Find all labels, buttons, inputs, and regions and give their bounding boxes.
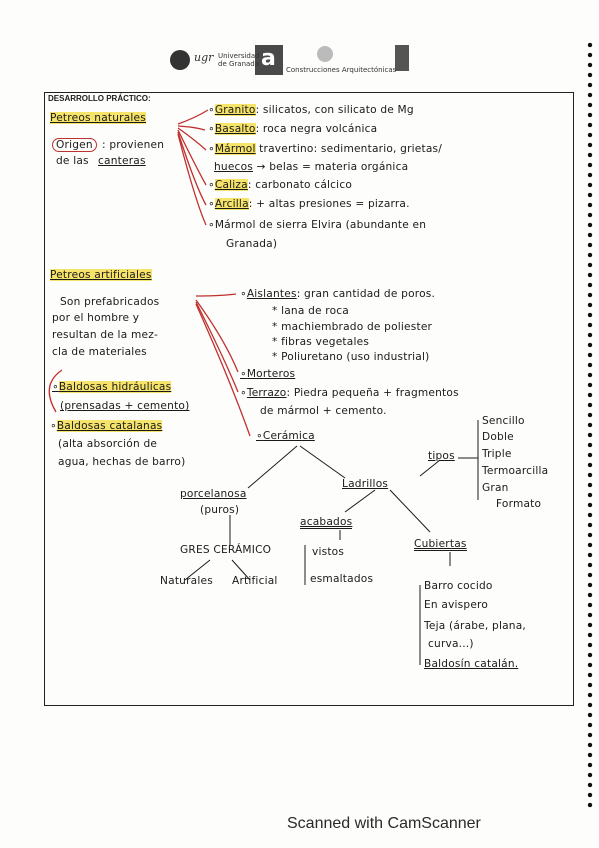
tipos-gran: Gran (482, 482, 509, 494)
cubiertas: Cubiertas (414, 538, 467, 551)
tipos-sencillo: Sencillo (482, 415, 525, 427)
aislantes-item-3: * fibras vegetales (272, 336, 370, 348)
gres-ceramico: GRES CERÁMICO (180, 544, 272, 556)
university-line2: de Granada (218, 60, 260, 68)
acabados-vistos: vistos (312, 546, 345, 558)
morteros: ∘Morteros (240, 368, 296, 380)
university-line1: Universidad (218, 52, 260, 60)
acabados: acabados (300, 516, 353, 529)
cubiertas-baldosin: Baldosín catalán. (424, 658, 519, 670)
gres-artificial: Artificial (232, 575, 278, 587)
catalanas-desc-1: (alta absorción de (58, 438, 158, 450)
aislantes-item-2: * machiembrado de poliester (272, 321, 433, 333)
round-logo-icon (317, 46, 333, 62)
spiral-binding (587, 40, 593, 810)
lab-logo-icon (395, 45, 409, 71)
cubiertas-curva: curva...) (428, 638, 474, 650)
ugr-logo-text: ugr (194, 51, 214, 64)
tipos-termoarcilla: Termoarcilla (482, 465, 549, 477)
aislantes-item-1: * lana de roca (272, 305, 350, 317)
art-desc-2: por el hombre y (52, 312, 140, 324)
nat-item-marmol-elvira: ∘Mármol de sierra Elvira (abundante en (208, 219, 427, 231)
art-desc-1: Son prefabricados (60, 296, 160, 308)
nat-item-basalto: ∘Basalto: roca negra volcánica (208, 123, 378, 135)
naturales-title: Petreos naturales (50, 112, 146, 124)
art-desc-3: resultan de la mez- (52, 329, 158, 341)
terrazo-line: ∘Terrazo: Piedra pequeña + fragmentos (240, 387, 459, 399)
construcciones-text: Construcciones Arquitectónicas (286, 66, 397, 74)
nat-item-granito: ∘Granito: silicatos, con silicato de Mg (208, 104, 414, 116)
acabados-esmaltados: esmaltados (310, 573, 374, 585)
nat-item-caliza: ∘Caliza: carbonato cálcico (208, 179, 353, 191)
tipos-formato: Formato (496, 498, 542, 510)
ladrillos: Ladrillos (342, 478, 389, 490)
porcelanosa: porcelanosa (180, 488, 247, 500)
nat-item-arcilla: ∘Arcilla: + altas presiones = pizarra. (208, 198, 410, 210)
tipos-doble: Doble (482, 431, 514, 443)
origen-label: Origen (52, 138, 97, 152)
nat-item-granada: Granada) (226, 238, 278, 250)
catalanas-desc-2: agua, hechas de barro) (58, 456, 186, 468)
tipos-triple: Triple (482, 448, 512, 460)
origen-text-2: de las (56, 155, 89, 167)
aislantes-item-4: * Poliuretano (uso industrial) (272, 351, 430, 363)
camscanner-footer: Scanned with CamScanner (287, 815, 481, 832)
art-desc-4: cla de materiales (52, 346, 147, 358)
a-logo-icon (255, 45, 283, 75)
artificiales-title: Petreos artificiales (50, 269, 152, 281)
catalanas-title: ∘Baldosas catalanas (50, 420, 163, 432)
nat-item-marmol: ∘Mármol travertino: sedimentario, grieta… (208, 143, 443, 155)
section-title: DESARROLLO PRÁCTICO: (48, 94, 151, 103)
hidraulicas-title: ∘Baldosas hidráulicas (52, 381, 172, 393)
hidraulicas-desc: (prensadas + cemento) (60, 400, 190, 412)
aislantes-line: ∘Aislantes: gran cantidad de poros. (240, 288, 436, 300)
logos-svg (170, 45, 409, 75)
header-logos: ugr Universidad de Granada a Construccio… (160, 40, 420, 80)
origen-text-1: : provienen (102, 139, 165, 151)
a-logo-mark: a (261, 46, 276, 71)
porcelanosa-sub: (puros) (200, 504, 240, 516)
origen-canteras: canteras (98, 155, 146, 167)
cubiertas-barro: Barro cocido (424, 580, 493, 592)
cubiertas-avispero: En avispero (424, 599, 489, 611)
content-frame (44, 92, 574, 706)
nat-item-huecos: huecos → belas = materia orgánica (214, 161, 409, 173)
gres-naturales: Naturales (160, 575, 213, 587)
tipos-label: tipos (428, 450, 455, 462)
ceramica-title: ∘Cerámica (256, 430, 315, 442)
cubiertas-teja: Teja (árabe, plana, (424, 620, 526, 632)
ugr-seal-icon (170, 50, 190, 70)
terrazo-line-2: de mármol + cemento. (260, 405, 387, 417)
